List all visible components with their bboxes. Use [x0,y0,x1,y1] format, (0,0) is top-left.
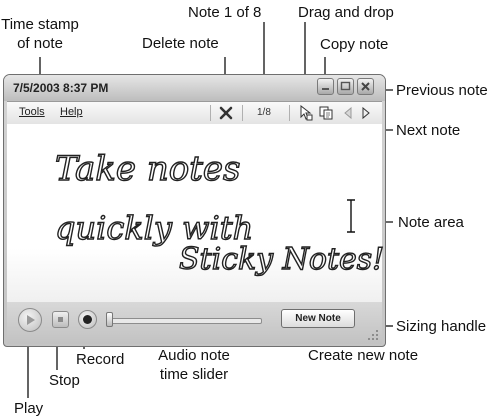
callout-previous-note: Previous note [396,82,488,99]
callout-record: Record [76,351,125,368]
audio-slider-thumb[interactable] [106,312,113,327]
stop-button[interactable] [52,311,69,328]
sizing-grip-icon[interactable] [367,329,379,341]
callout-next-note: Next note [396,122,461,139]
note-area[interactable]: Take notes quickly with Sticky Notes! [7,124,385,302]
close-icon [361,82,370,91]
bottom-bar: New Note [7,302,382,344]
note-text-line-1: Take notes [55,149,240,189]
callout-audio-slider-line2: time slider [159,366,229,383]
previous-arrow-icon[interactable] [340,105,356,121]
handwritten-note: Take notes quickly with Sticky Notes! [54,148,385,277]
callout-copy-note: Copy note [320,36,389,53]
callout-create-new-note: Create new note [308,347,419,364]
toolbar: Tools Help 1/8 [7,101,382,125]
delete-icon[interactable] [218,105,234,121]
toolbar-separator [210,105,211,121]
new-note-button[interactable]: New Note [281,309,355,328]
minimize-button[interactable] [317,78,334,95]
menu-help[interactable]: Help [60,106,83,118]
callout-sizing-handle: Sizing handle [396,318,487,335]
record-button[interactable] [78,310,97,329]
callout-play: Play [14,400,44,417]
callout-drag-drop: Drag and drop [298,4,394,21]
note-text-line-3: Sticky Notes! [179,242,384,277]
callout-time-stamp: Time stamp of note [0,15,80,53]
title-bar[interactable]: 7/5/2003 8:37 PM [4,75,385,101]
record-icon [83,315,92,324]
play-button[interactable] [18,308,42,332]
menu-tools-label: Tools [19,106,45,118]
drag-drop-icon[interactable] [298,105,314,121]
copy-icon[interactable] [318,105,334,121]
menu-help-label: Help [60,106,83,118]
callout-note-count: Note 1 of 8 [188,4,262,21]
maximize-icon [340,81,351,91]
callout-stop: Stop [49,372,80,389]
callout-note-area: Note area [398,214,464,231]
callout-time-stamp-line2: of note [17,35,63,52]
play-icon [27,315,35,325]
maximize-button[interactable] [337,78,354,95]
callout-audio-slider-line1: Audio note [158,347,230,364]
minimize-icon [322,88,329,90]
callout-delete-note: Delete note [142,35,219,52]
close-button[interactable] [357,78,374,95]
sticky-notes-window: 7/5/2003 8:37 PM Tools Help 1/8 [3,74,386,347]
note-text-line-2: quickly with [55,209,253,247]
note-counter: 1/8 [257,107,271,118]
note-timestamp: 7/5/2003 8:37 PM [13,81,109,95]
toolbar-separator [289,105,290,121]
menu-tools[interactable]: Tools [19,106,45,118]
toolbar-separator [242,105,243,121]
stop-icon [58,317,63,322]
text-cursor-icon [347,199,355,233]
callout-audio-slider: Audio note time slider [148,346,240,384]
callout-time-stamp-line1: Time stamp [1,16,79,33]
next-arrow-icon[interactable] [358,105,374,121]
audio-time-slider[interactable] [110,318,262,324]
